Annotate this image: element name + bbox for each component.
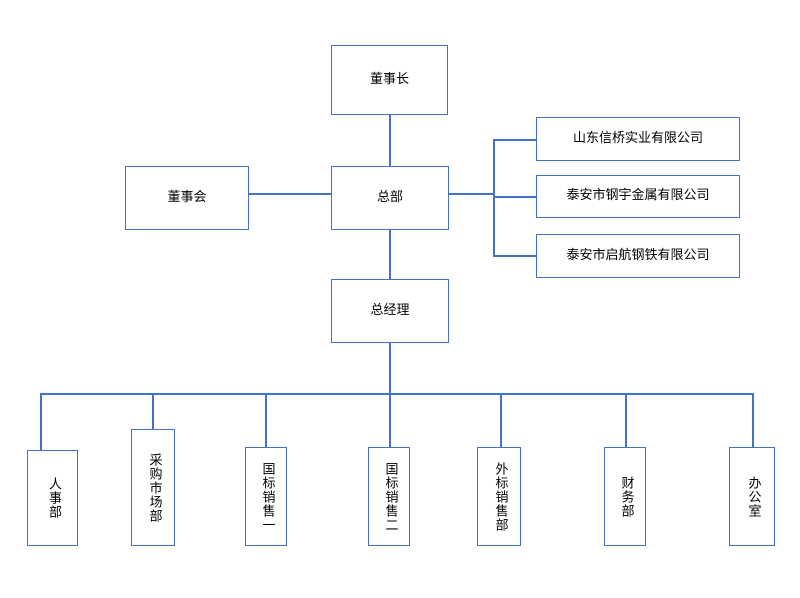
node-department-5[interactable]: 外标销售部 — [477, 447, 521, 546]
connector-subsidiary-3 — [493, 255, 537, 257]
node-chairman[interactable]: 董事长 — [331, 45, 448, 115]
node-headquarters[interactable]: 总部 — [331, 166, 449, 230]
node-department-6[interactable]: 财务部 — [604, 447, 646, 546]
connector-headquarters-subsidiary-bus — [449, 193, 494, 195]
connector-department-bus — [40, 393, 753, 395]
node-department-1[interactable]: 人事部 — [27, 450, 78, 546]
connector-board-headquarters — [248, 193, 332, 195]
node-subsidiary-2[interactable]: 泰安市钢宇金属有限公司 — [536, 175, 740, 218]
connector-subsidiary-1 — [493, 139, 537, 141]
node-department-2[interactable]: 采购市场部 — [131, 429, 175, 546]
connector-general-manager-department-bus — [389, 342, 391, 394]
connector-headquarters-general-manager — [389, 229, 391, 279]
node-department-7[interactable]: 办公室 — [729, 447, 775, 546]
connector-chairman-headquarters — [389, 114, 391, 166]
connector-department-drop-5 — [500, 393, 502, 447]
node-department-4[interactable]: 国标销售二 — [368, 447, 410, 546]
connector-department-drop-1 — [40, 393, 42, 450]
connector-department-drop-6 — [625, 393, 627, 447]
node-board[interactable]: 董事会 — [125, 166, 249, 230]
connector-subsidiary-2 — [493, 196, 537, 198]
connector-department-drop-7 — [752, 393, 754, 447]
connector-department-drop-2 — [152, 393, 154, 429]
node-subsidiary-1[interactable]: 山东信桥实业有限公司 — [536, 117, 740, 161]
node-department-3[interactable]: 国标销售一 — [245, 447, 287, 546]
connector-department-drop-3 — [265, 393, 267, 447]
connector-department-drop-4 — [389, 393, 391, 447]
node-general-manager[interactable]: 总经理 — [331, 279, 449, 343]
node-subsidiary-3[interactable]: 泰安市启航钢铁有限公司 — [536, 234, 740, 278]
